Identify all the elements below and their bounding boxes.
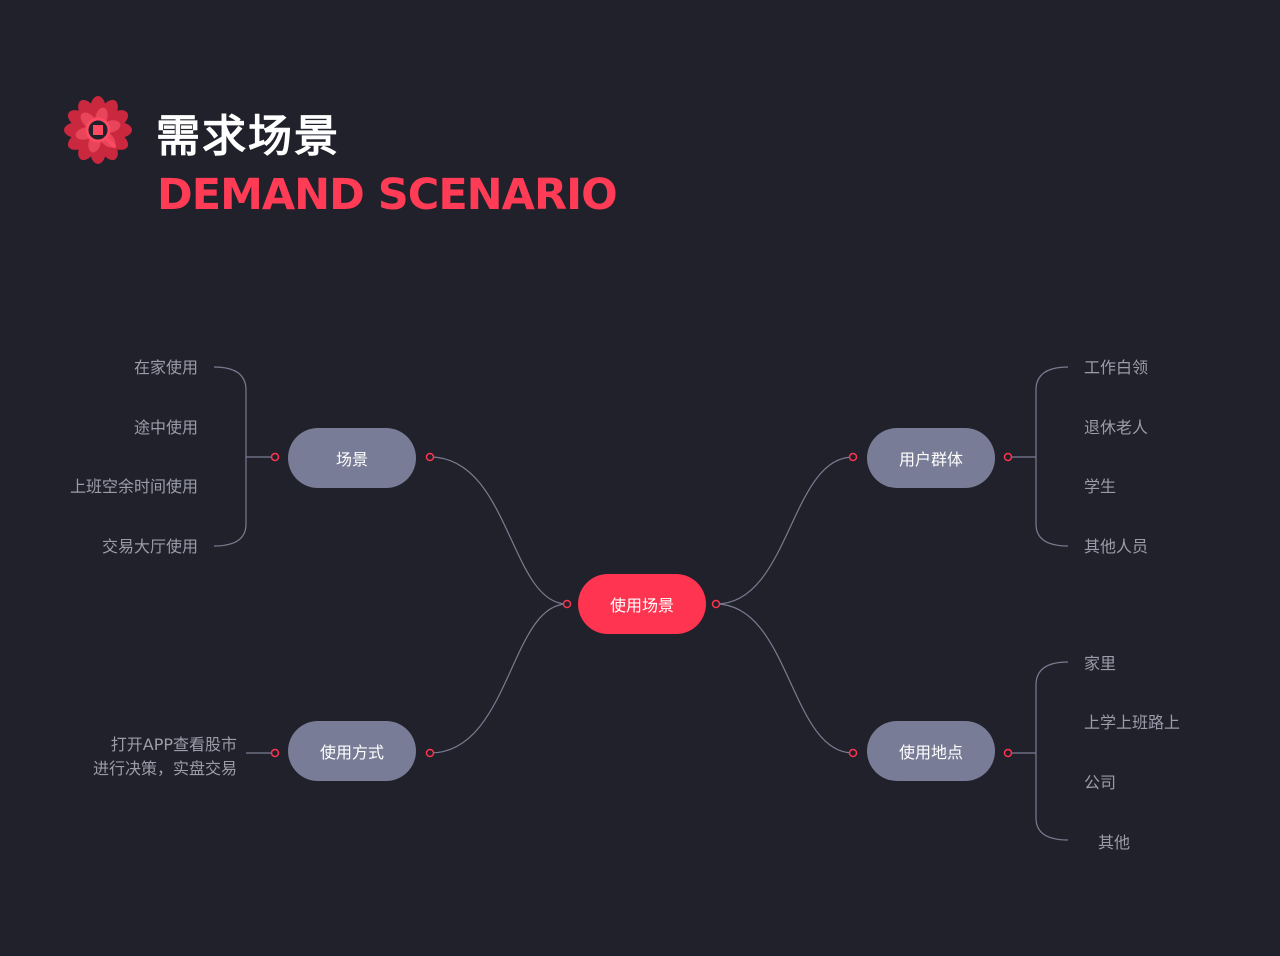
leaf-scene-2: 途中使用 xyxy=(133,418,198,437)
page-title: 需求场景 xyxy=(156,111,340,162)
leaf-location-2: 上学上班路上 xyxy=(1084,713,1181,732)
branch-node-users: 用户群体 xyxy=(867,428,995,488)
branch-node-scene: 场景 xyxy=(288,428,416,488)
leaf-scene-4: 交易大厅使用 xyxy=(101,537,198,556)
leaf-location-1: 家里 xyxy=(1084,654,1117,673)
leaf-method-1: 打开APP查看股市 xyxy=(110,735,237,754)
leaf-location-4: 其他 xyxy=(1098,833,1131,852)
leaf-users-1: 工作白领 xyxy=(1084,358,1149,377)
branch-node-location: 使用地点 xyxy=(867,721,995,781)
leaf-users-2: 退休老人 xyxy=(1084,418,1149,437)
leaf-method-2: 进行决策，实盘交易 xyxy=(92,759,237,778)
leaf-location-3: 公司 xyxy=(1084,773,1117,792)
leaf-users-4: 其他人员 xyxy=(1084,537,1149,556)
page-subtitle: DEMAND SCENARIO xyxy=(157,170,618,220)
flower-logo-icon xyxy=(64,96,132,164)
leaf-scene-1: 在家使用 xyxy=(133,358,198,377)
center-node: 使用场景 xyxy=(578,574,706,634)
leaf-users-3: 学生 xyxy=(1084,477,1117,496)
leaf-scene-3: 上班空余时间使用 xyxy=(69,477,198,496)
branch-node-method: 使用方式 xyxy=(288,721,416,781)
